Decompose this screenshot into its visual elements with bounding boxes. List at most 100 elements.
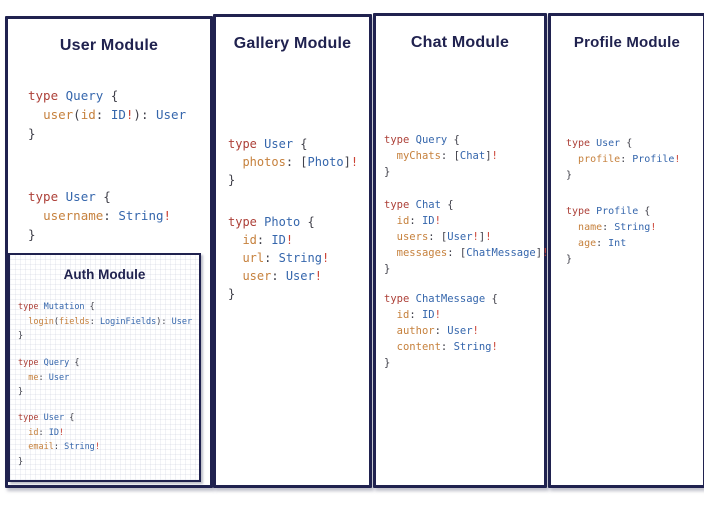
code-token: User bbox=[447, 325, 473, 337]
code-token: } bbox=[566, 254, 573, 265]
code-token: User bbox=[65, 189, 96, 204]
code-line: } bbox=[28, 225, 171, 244]
code-token: : bbox=[434, 325, 448, 337]
code-line: } bbox=[384, 261, 548, 277]
code-token: : bbox=[440, 341, 454, 353]
chat-module-chat-code: type Chat { id: ID! users: [User!]! mess… bbox=[384, 197, 548, 277]
code-token: messages bbox=[396, 247, 448, 259]
chat-module-chatmessage-code: type ChatMessage { id: ID! author: User!… bbox=[384, 291, 498, 371]
code-token: photos bbox=[242, 155, 286, 169]
panel-profile-module: Profile Module type User { profile: Prof… bbox=[548, 13, 704, 488]
code-token: : bbox=[428, 231, 441, 243]
chat-module-query-code: type Query { myChats: [Chat]!} bbox=[384, 132, 498, 180]
code-line: name: String! bbox=[566, 220, 656, 236]
code-token bbox=[566, 238, 578, 249]
code-token: ! bbox=[59, 427, 65, 438]
code-token: [ bbox=[300, 155, 308, 169]
user-module-query-code: type Query { user(id: ID!): User} bbox=[28, 86, 186, 143]
profile-module-profile-code: type Profile { name: String! age: Int} bbox=[566, 204, 656, 268]
code-token: id bbox=[28, 427, 39, 438]
code-line: } bbox=[228, 171, 358, 189]
panel-chat-module: Chat Module type Query { myChats: [Chat]… bbox=[373, 13, 548, 488]
code-line: type User { bbox=[28, 187, 171, 206]
code-token: : bbox=[95, 107, 111, 122]
code-token bbox=[58, 189, 66, 204]
code-token: : bbox=[38, 427, 49, 438]
code-token: type bbox=[384, 293, 410, 305]
panel-user-module: User Module type Query { user(id: ID!): … bbox=[5, 16, 213, 488]
code-token: } bbox=[18, 387, 24, 397]
code-token: ID bbox=[421, 309, 435, 321]
code-line: } bbox=[384, 164, 498, 180]
code-line: user: User! bbox=[228, 267, 329, 285]
code-token: } bbox=[18, 456, 24, 467]
code-line: type Photo { bbox=[228, 213, 329, 231]
code-token bbox=[566, 154, 578, 165]
code-line: id: ID! bbox=[384, 213, 548, 229]
code-token: } bbox=[566, 170, 573, 181]
code-token: ! bbox=[542, 247, 549, 259]
code-token: } bbox=[384, 166, 391, 178]
code-token: id bbox=[80, 107, 96, 122]
code-token: ): bbox=[156, 316, 172, 327]
code-token: Profile bbox=[596, 206, 639, 217]
code-token: type bbox=[384, 199, 410, 211]
code-token: User bbox=[43, 413, 65, 423]
code-line: type Query { bbox=[18, 356, 79, 371]
code-token: ] bbox=[478, 231, 486, 243]
user-module-user-code: type User { username: String!} bbox=[28, 187, 171, 244]
code-line: id: ID! bbox=[384, 307, 498, 323]
code-token: : bbox=[285, 155, 301, 169]
code-token: String bbox=[118, 208, 164, 223]
code-token: User bbox=[596, 138, 621, 149]
code-token: ] bbox=[343, 155, 351, 169]
code-line: } bbox=[18, 385, 79, 400]
code-token: ! bbox=[125, 107, 134, 122]
code-token: User bbox=[285, 269, 315, 283]
code-token bbox=[18, 442, 28, 452]
code-token: : bbox=[53, 442, 65, 452]
code-token bbox=[58, 88, 66, 103]
code-line: id: ID! bbox=[228, 231, 329, 249]
code-line: type Query { bbox=[28, 86, 186, 105]
code-token bbox=[18, 373, 28, 383]
code-line: type Profile { bbox=[566, 204, 656, 220]
code-line: email: String! bbox=[18, 440, 100, 455]
code-token bbox=[384, 215, 397, 227]
code-token: ! bbox=[285, 233, 294, 247]
auth-module-user-code: type User { id: ID! email: String!} bbox=[18, 411, 100, 469]
code-token: author bbox=[396, 325, 435, 337]
code-token: Query bbox=[65, 88, 104, 103]
code-line: type ChatMessage { bbox=[384, 291, 498, 307]
code-token: : bbox=[602, 222, 615, 233]
code-token: id bbox=[396, 309, 410, 321]
code-token bbox=[28, 208, 43, 223]
code-token: } bbox=[384, 263, 391, 275]
gallery-module-title: Gallery Module bbox=[233, 35, 352, 52]
code-line: author: User! bbox=[384, 323, 498, 339]
code-token: type bbox=[28, 88, 59, 103]
code-token: ! bbox=[472, 325, 479, 337]
code-line: } bbox=[566, 252, 656, 268]
code-token: : bbox=[264, 251, 279, 265]
code-token: ID bbox=[48, 427, 59, 438]
code-line: user(id: ID!): User bbox=[28, 105, 186, 124]
code-token bbox=[228, 251, 242, 265]
code-line: url: String! bbox=[228, 249, 329, 267]
code-line: content: String! bbox=[384, 339, 498, 355]
code-token: ! bbox=[650, 222, 657, 233]
code-line: } bbox=[18, 329, 192, 344]
code-token: ChatMessage bbox=[466, 247, 536, 259]
code-token: ! bbox=[350, 155, 359, 169]
code-token: ! bbox=[314, 269, 322, 283]
code-token: } bbox=[228, 287, 236, 301]
code-token: type bbox=[228, 137, 257, 151]
code-line: type Query { bbox=[384, 132, 498, 148]
code-line: } bbox=[228, 285, 329, 303]
code-token: User bbox=[264, 137, 294, 151]
code-token: users bbox=[396, 231, 429, 243]
panel-gallery-module: Gallery Module type User { photos: [Phot… bbox=[213, 14, 372, 488]
code-token: ! bbox=[472, 231, 479, 243]
code-token bbox=[18, 317, 28, 327]
code-token: name bbox=[578, 222, 603, 233]
